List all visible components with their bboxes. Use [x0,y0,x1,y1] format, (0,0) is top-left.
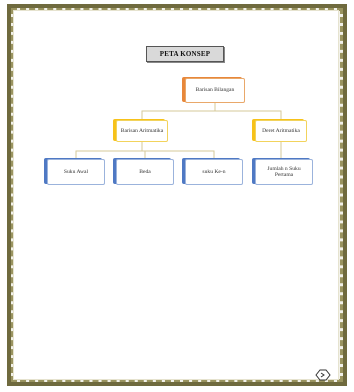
node-jumlah-n-suku: Jumlah n Suku Pertama [255,159,313,185]
link-root-children [141,103,282,120]
page [13,10,339,380]
node-suku-ke-n: suku Ke-n [185,159,243,185]
node-label: Barisan Bilangan [195,87,235,94]
next-page-icon[interactable] [314,368,332,382]
link-arith-children [75,142,215,159]
node-label: Deret Aritmatika [262,127,300,134]
node-label: Suku Awal [63,168,89,175]
node-label: Jumlah n Suku Pertama [267,165,301,179]
node-barisan-aritmatika: Barisan Aritmatika [116,120,168,142]
node-beda: Beda [116,159,174,185]
node-label: suku Ke-n [202,168,226,175]
node-deret-aritmatika: Deret Aritmatika [255,120,307,142]
node-barisan-bilangan: Barisan Bilangan [185,78,245,103]
node-label: Barisan Aritmatika [120,127,164,134]
node-label: Beda [139,168,151,175]
page-title: PETA KONSEP [146,46,224,62]
node-suku-awal: Suku Awal [47,159,105,185]
